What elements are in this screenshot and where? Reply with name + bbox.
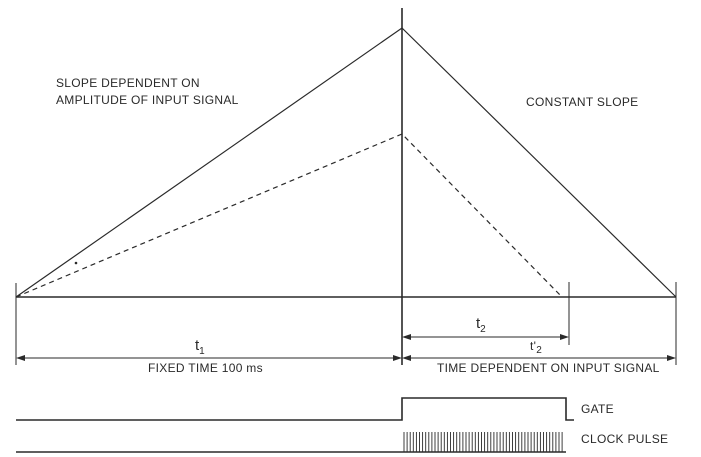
- t1-arrow-left-head: [16, 355, 25, 361]
- label-t2-prime: t'2: [530, 339, 542, 356]
- label-fixed-time: FIXED TIME 100 ms: [148, 361, 263, 375]
- label-t1: t1: [195, 337, 205, 357]
- dashed-integration-ramp: [15, 133, 563, 298]
- time-dependent-arrow-left-head: [402, 355, 411, 361]
- label-time-dependent: TIME DEPENDENT ON INPUT SIGNAL: [437, 361, 660, 375]
- label-gate: GATE: [581, 402, 614, 416]
- label-constant-slope: CONSTANT SLOPE: [526, 95, 638, 109]
- stray-dot: [74, 261, 78, 265]
- t1-arrow-right-head: [393, 355, 402, 361]
- label-clock-pulse: CLOCK PULSE: [581, 432, 668, 446]
- label-t2: t2: [476, 315, 486, 335]
- t2-arrow-left-head: [402, 334, 411, 340]
- t2-arrow-right-head: [560, 334, 569, 340]
- clock-pulse-train: [403, 432, 563, 452]
- solid-integration-ramp: [15, 27, 677, 298]
- gate-waveform: [16, 397, 574, 421]
- label-slope-dependent-1: SLOPE DEPENDENT ON: [56, 76, 200, 90]
- label-slope-dependent-2: AMPLITUDE OF INPUT SIGNAL: [56, 93, 239, 107]
- time-dependent-arrow-right-head: [667, 355, 676, 361]
